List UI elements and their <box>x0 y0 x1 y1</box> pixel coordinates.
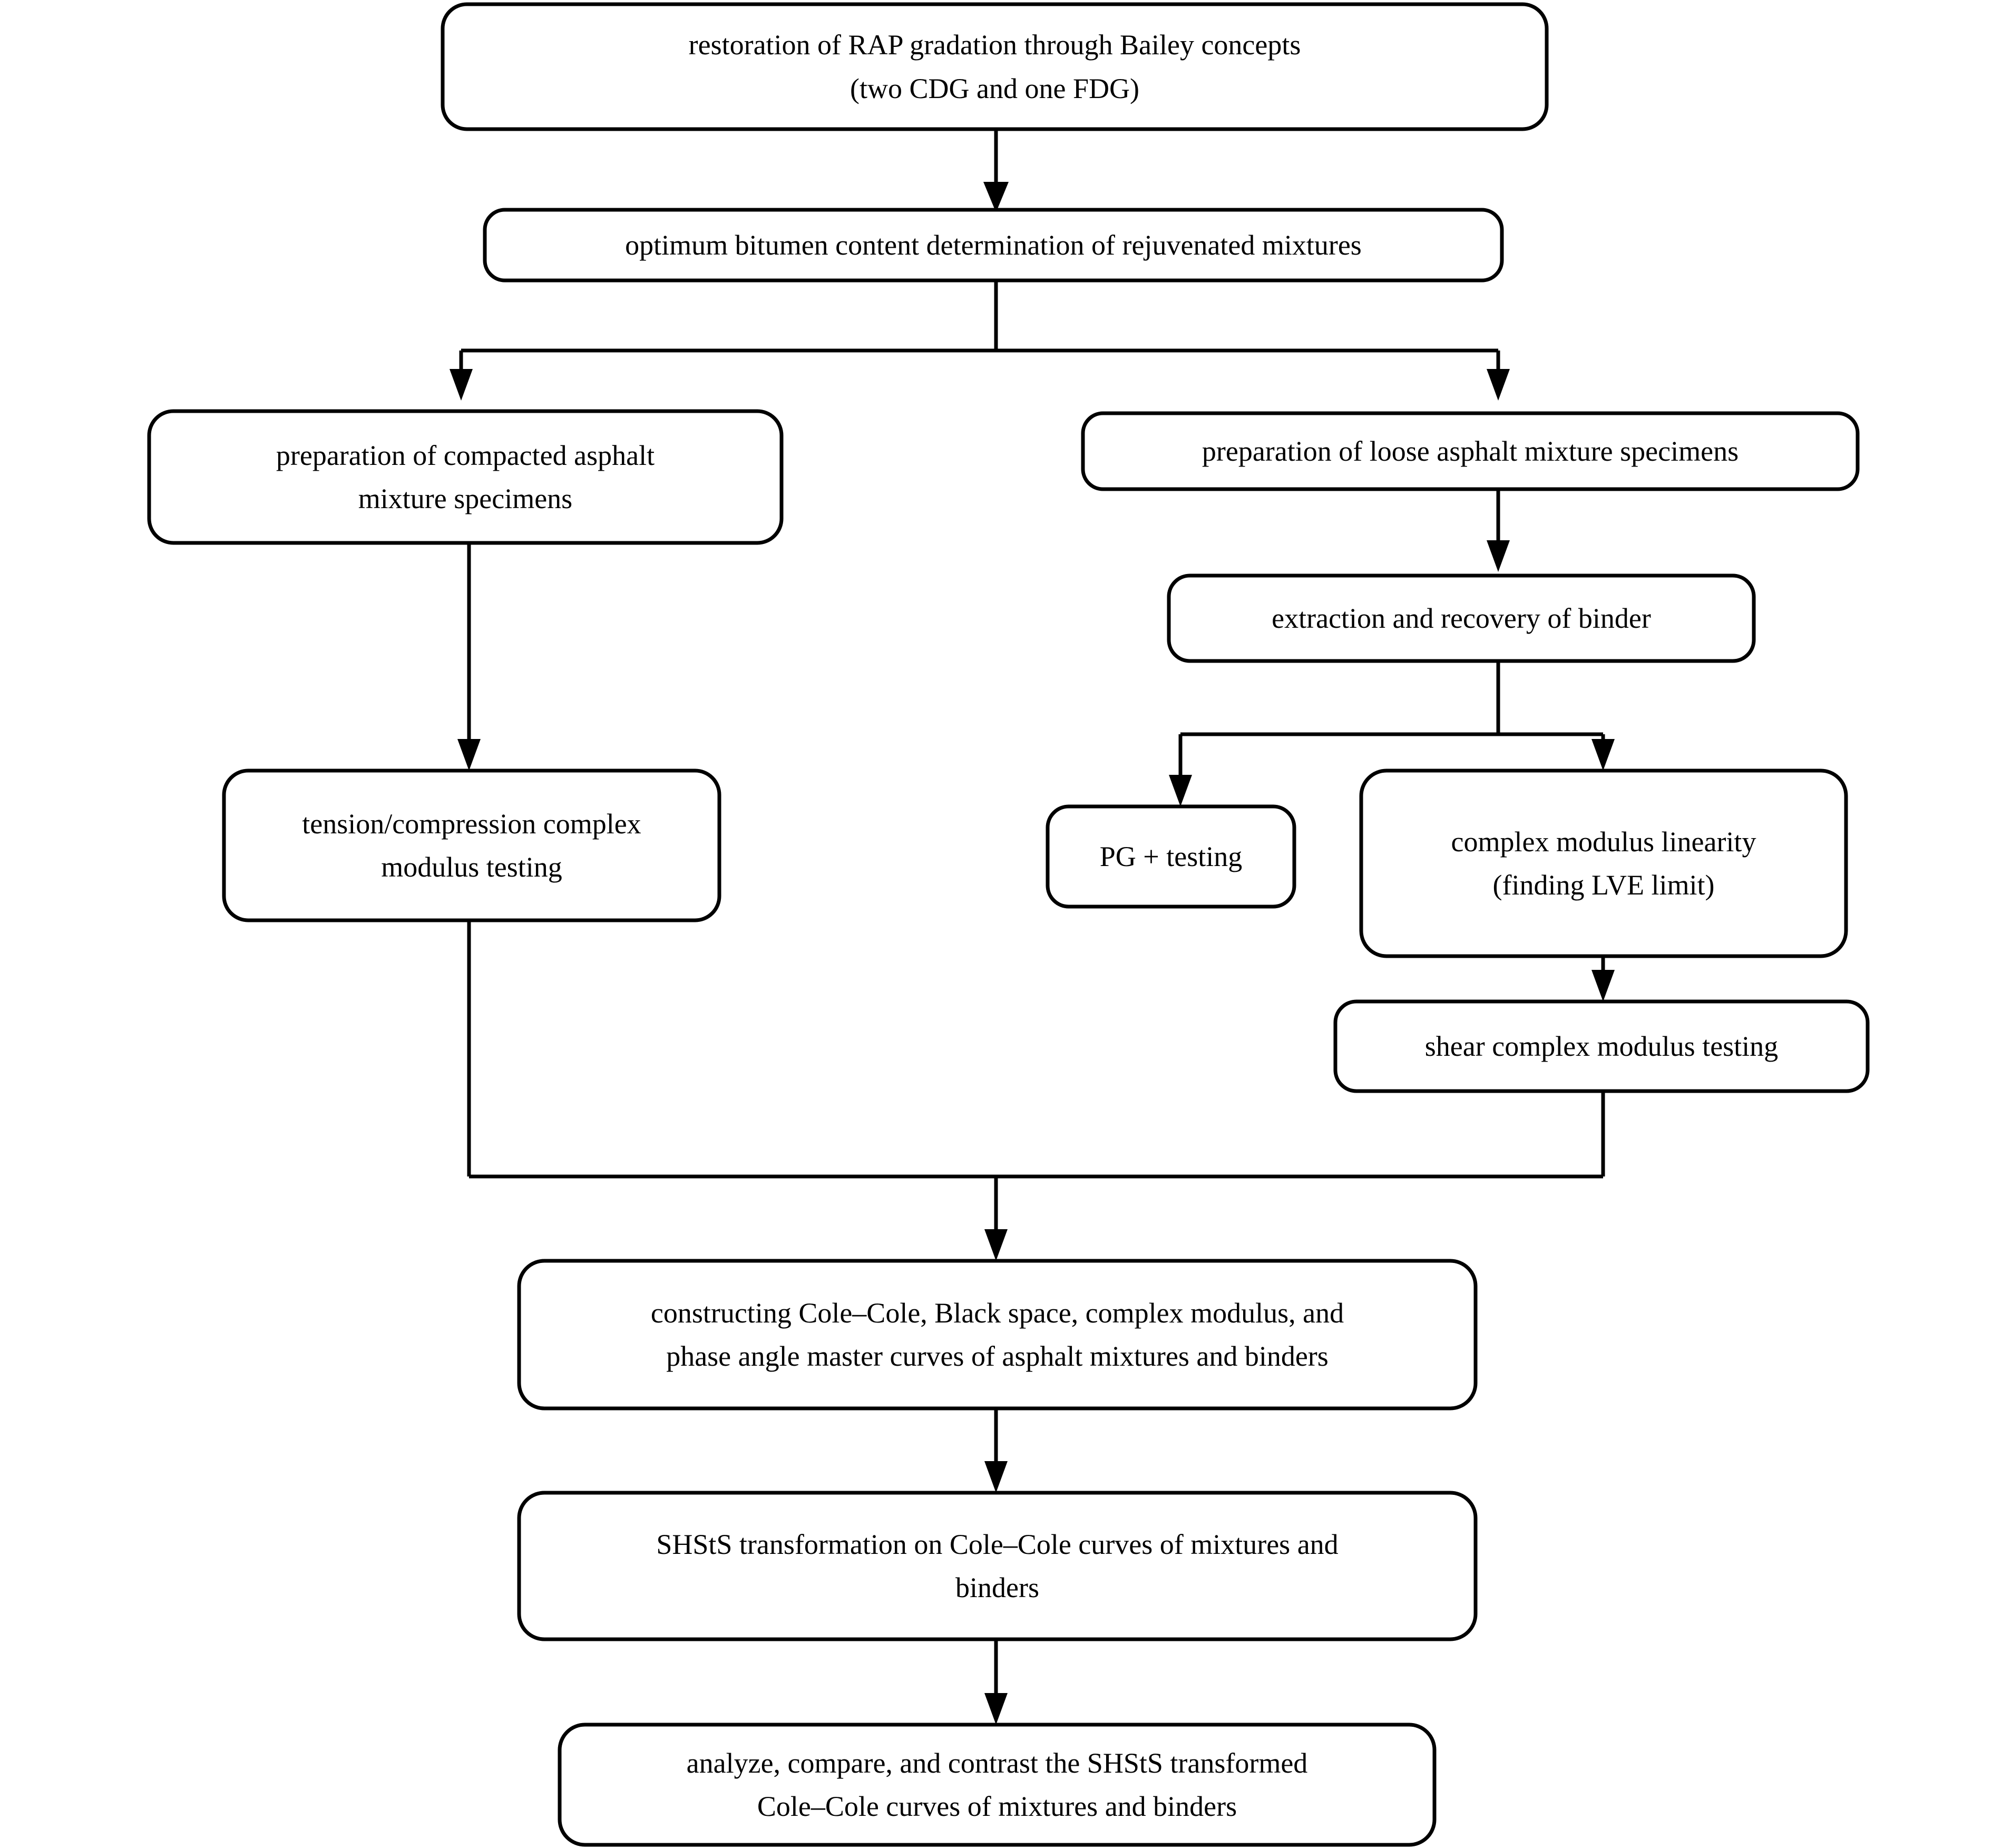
edge-master-curves-to-shsts <box>984 1408 1008 1493</box>
node-tension-compression-testing[interactable] <box>222 769 721 922</box>
node-analyze-compare-contrast[interactable] <box>558 1723 1437 1847</box>
node-pg-plus-testing[interactable] <box>1046 804 1296 909</box>
node-optimum-bitumen-content[interactable] <box>483 208 1504 283</box>
edge-linearity-to-shear <box>1591 957 1615 1001</box>
node-constructing-master-curves[interactable] <box>517 1259 1478 1411</box>
edge-compacted-to-tension <box>457 543 481 771</box>
node-shsts-transformation[interactable] <box>517 1491 1478 1641</box>
node-compacted-specimen-preparation[interactable] <box>147 409 784 545</box>
edge-loose-to-extraction <box>1487 489 1510 572</box>
edge-extraction-split-bus <box>1180 662 1603 736</box>
node-loose-specimen-preparation[interactable] <box>1081 411 1860 491</box>
edge-optimum-to-loose <box>1487 351 1510 401</box>
edge-extraction-to-pg <box>1169 734 1192 806</box>
edge-extraction-to-linearity <box>1591 734 1615 771</box>
edge-optimum-split-bus <box>461 280 1498 353</box>
edge-optimum-to-compacted <box>450 351 473 401</box>
edge-merge-bus-to-master-curves <box>467 920 1605 1261</box>
edge-rap-to-optimum <box>983 129 1009 212</box>
node-rap-gradation-restoration[interactable] <box>441 2 1549 131</box>
node-complex-modulus-linearity[interactable] <box>1359 769 1848 958</box>
node-binder-extraction-recovery[interactable] <box>1167 573 1756 663</box>
node-shear-complex-modulus-testing[interactable] <box>1333 999 1870 1093</box>
edge-shsts-to-analyze <box>984 1639 1008 1725</box>
